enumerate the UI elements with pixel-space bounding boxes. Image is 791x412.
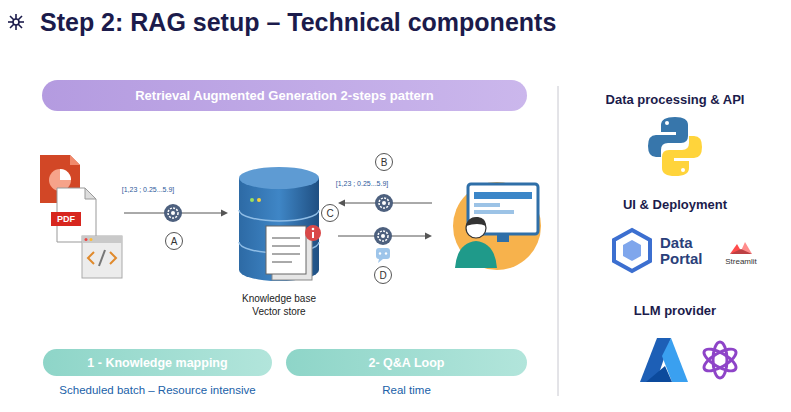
node-text: B	[381, 157, 388, 168]
logo-sunburst	[8, 14, 24, 30]
node-text: A	[171, 236, 178, 247]
step-circle: C	[321, 204, 339, 222]
code-file-icon	[82, 236, 122, 278]
node-text: C	[326, 208, 333, 219]
embedding-arrow	[124, 204, 228, 222]
openai-logo	[701, 342, 739, 378]
logo-text: Streamlit	[716, 257, 766, 266]
phase-note: Scheduled batch – Resource intensive	[43, 384, 272, 396]
node-text: 2- Q&A Loop	[369, 356, 445, 370]
divider	[558, 86, 559, 396]
step-circle: B	[375, 153, 393, 171]
step-circle: A	[165, 232, 183, 250]
phase-note: Real time	[286, 384, 527, 396]
vector-sample: [1,23 ; 0.25...5.9]	[332, 180, 392, 187]
file-type-tag: PDF	[51, 212, 81, 226]
step-circle: D	[374, 266, 392, 284]
query-arrow	[338, 194, 432, 212]
phase-band: 2- Q&A Loop	[286, 349, 527, 376]
section-heading: UI & Deployment	[600, 197, 750, 212]
section-heading: Data processing & API	[600, 92, 750, 107]
user-icon	[453, 182, 541, 270]
knowledge-base: Knowledge base Vector store	[229, 162, 329, 318]
node-text: D	[379, 270, 386, 281]
section-heading: LLM provider	[600, 303, 750, 318]
slide-title: Step 2: RAG setup – Technical components	[40, 8, 556, 37]
node-text: Retrieval Augmented Generation 2-steps p…	[135, 88, 434, 103]
python-logo	[648, 117, 702, 176]
pattern-banner: Retrieval Augmented Generation 2-steps p…	[42, 80, 527, 111]
phase-band: 1 - Knowledge mapping	[43, 349, 272, 376]
node-text: Knowledge base Vector store	[239, 292, 319, 318]
node-text: 1 - Knowledge mapping	[87, 356, 227, 370]
azure-logo	[640, 338, 688, 382]
answer-arrow	[338, 227, 432, 263]
streamlit-logo	[730, 242, 752, 254]
vector-database	[239, 167, 321, 281]
logo-text: Data Portal	[660, 235, 712, 267]
data-portal-logo	[614, 230, 650, 271]
vector-sample: [1,23 ; 0.25...5.9]	[118, 186, 178, 193]
